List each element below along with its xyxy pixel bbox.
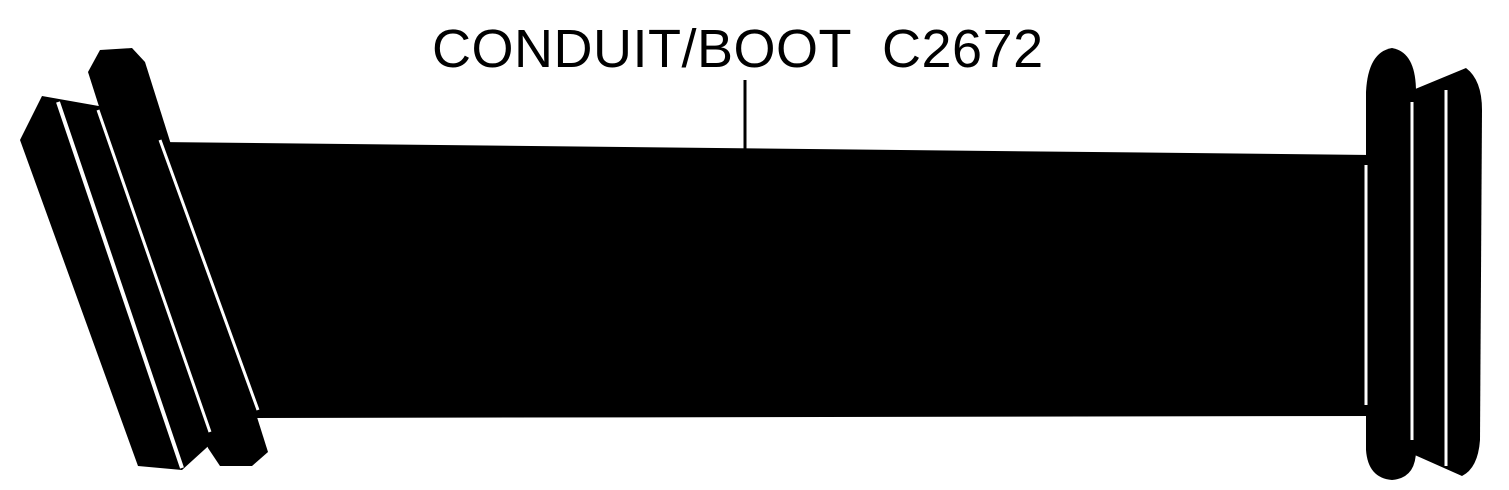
part-label: CONDUIT/BOOT C2672 [432,19,1044,79]
left-boot-highlight-3 [158,139,260,411]
left-boot-inner-ring [88,48,268,466]
right-boot-inner-ring [1366,48,1416,480]
left-boot-highlight-2 [96,109,212,433]
conduit-body [158,142,1374,418]
left-boot-highlight-1 [56,101,184,469]
